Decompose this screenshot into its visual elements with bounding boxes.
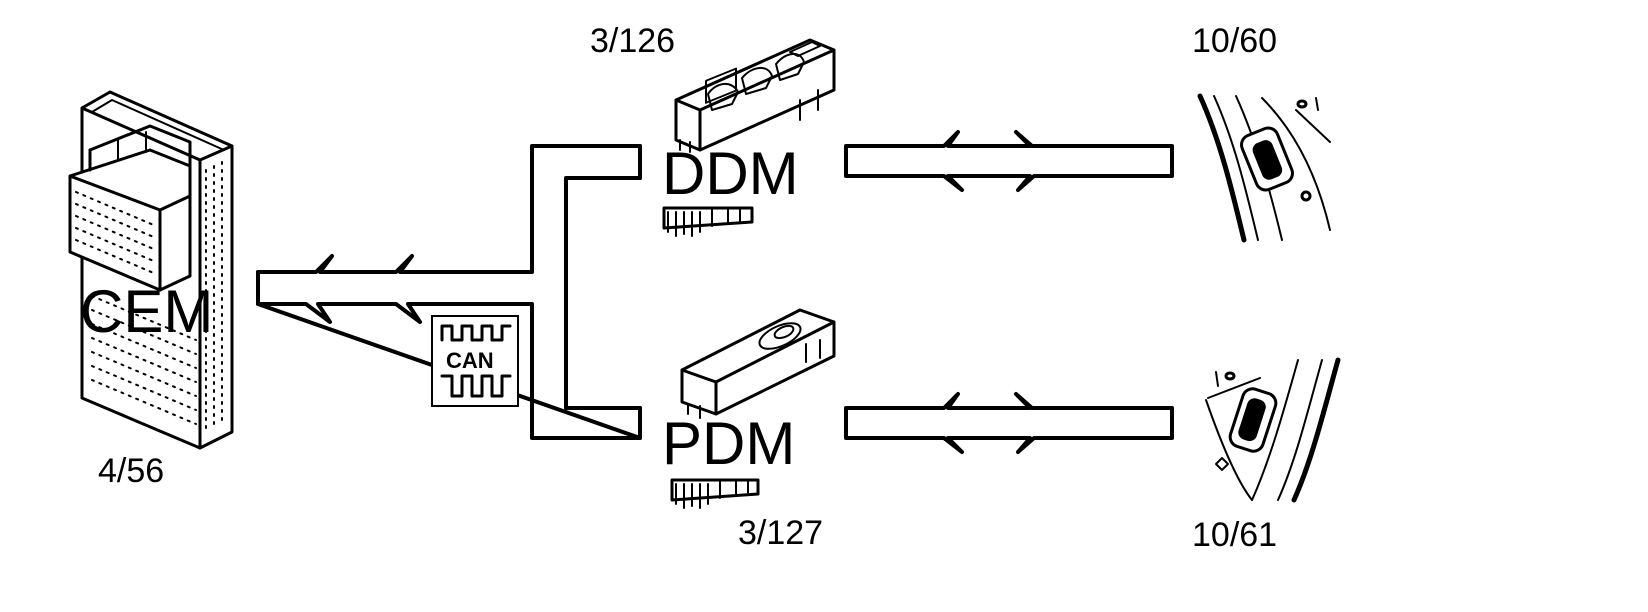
driver-mirror-ref-number: 10/60 — [1192, 22, 1277, 60]
passenger-mirror-switch: 10/61 — [1192, 357, 1341, 554]
ddm-ref-number: 3/126 — [590, 22, 675, 60]
driver-mirror-switch: 10/60 — [1192, 22, 1331, 243]
cem-module-drawing — [68, 90, 234, 450]
ddm-switch-drawing — [674, 38, 836, 153]
ddm-connector-drawing — [662, 206, 754, 237]
pdm-mirror-link — [844, 392, 1174, 454]
can-label: CAN — [446, 348, 494, 373]
cem-pin-grid — [75, 161, 223, 431]
cem-module: CEM 4/56 — [68, 90, 234, 490]
can-low-waveform-icon — [440, 374, 512, 398]
can-symbol-frame — [431, 315, 519, 407]
ddm-mirror-link — [844, 130, 1174, 192]
pdm-ref-number: 3/127 — [738, 514, 823, 552]
can-bus-line — [256, 144, 642, 440]
pdm-label: PDM — [662, 410, 795, 477]
ddm-module: DDM 3/126 — [590, 22, 836, 237]
cem-label: CEM — [80, 278, 213, 345]
passenger-door-panel-drawing — [1205, 357, 1341, 503]
driver-door-panel-drawing — [1197, 93, 1331, 243]
pdm-connector-drawing — [670, 478, 760, 509]
cem-ref-number: 4/56 — [98, 452, 164, 490]
can-high-waveform-icon — [440, 324, 512, 342]
pdm-switch-drawing — [680, 308, 836, 419]
ddm-label: DDM — [662, 140, 799, 207]
pdm-module: PDM 3/127 — [662, 308, 836, 552]
passenger-mirror-ref-number: 10/61 — [1192, 516, 1277, 554]
can-bus-symbol: CAN — [431, 315, 519, 407]
